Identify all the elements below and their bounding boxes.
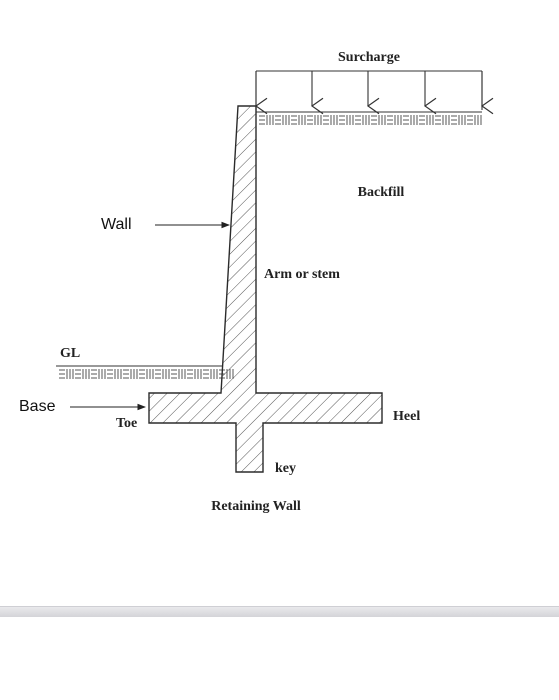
diagram-caption: Retaining Wall — [211, 499, 301, 514]
soil-symbol — [307, 115, 322, 125]
stem-label: Arm or stem — [264, 267, 340, 282]
soil-symbol — [451, 115, 466, 125]
soil-symbol — [435, 115, 450, 125]
soil-symbol — [59, 369, 74, 379]
ground-level-label: GL — [60, 346, 80, 361]
soil-symbol — [467, 115, 482, 125]
soil-symbol — [323, 115, 338, 125]
surcharge-load — [254, 70, 494, 115]
backfill-soil-surface — [256, 111, 482, 125]
heel-label: Heel — [393, 409, 420, 424]
wall-label: Wall — [101, 216, 132, 233]
soil-symbol — [123, 369, 138, 379]
soil-symbol — [291, 115, 306, 125]
soil-symbol — [403, 115, 418, 125]
base-label: Base — [19, 398, 56, 415]
soil-symbol — [259, 115, 274, 125]
soil-symbol — [155, 369, 170, 379]
soil-symbol — [107, 369, 122, 379]
ground-level-soil-surface — [56, 365, 234, 379]
surcharge-label: Surcharge — [338, 50, 400, 65]
soil-symbol — [275, 115, 290, 125]
soil-symbol — [203, 369, 218, 379]
toe-label: Toe — [116, 416, 137, 431]
soil-symbol — [75, 369, 90, 379]
soil-symbol — [339, 115, 354, 125]
soil-symbol — [187, 369, 202, 379]
soil-symbol — [387, 115, 402, 125]
key-label: key — [275, 461, 296, 476]
soil-symbol — [171, 369, 186, 379]
soil-symbol — [91, 369, 106, 379]
soil-symbol — [419, 115, 434, 125]
bottom-divider-bar — [0, 606, 559, 617]
backfill-label: Backfill — [358, 185, 405, 200]
soil-symbol — [371, 115, 386, 125]
soil-symbol — [139, 369, 154, 379]
soil-symbol — [355, 115, 370, 125]
retaining-wall-body — [148, 105, 383, 473]
